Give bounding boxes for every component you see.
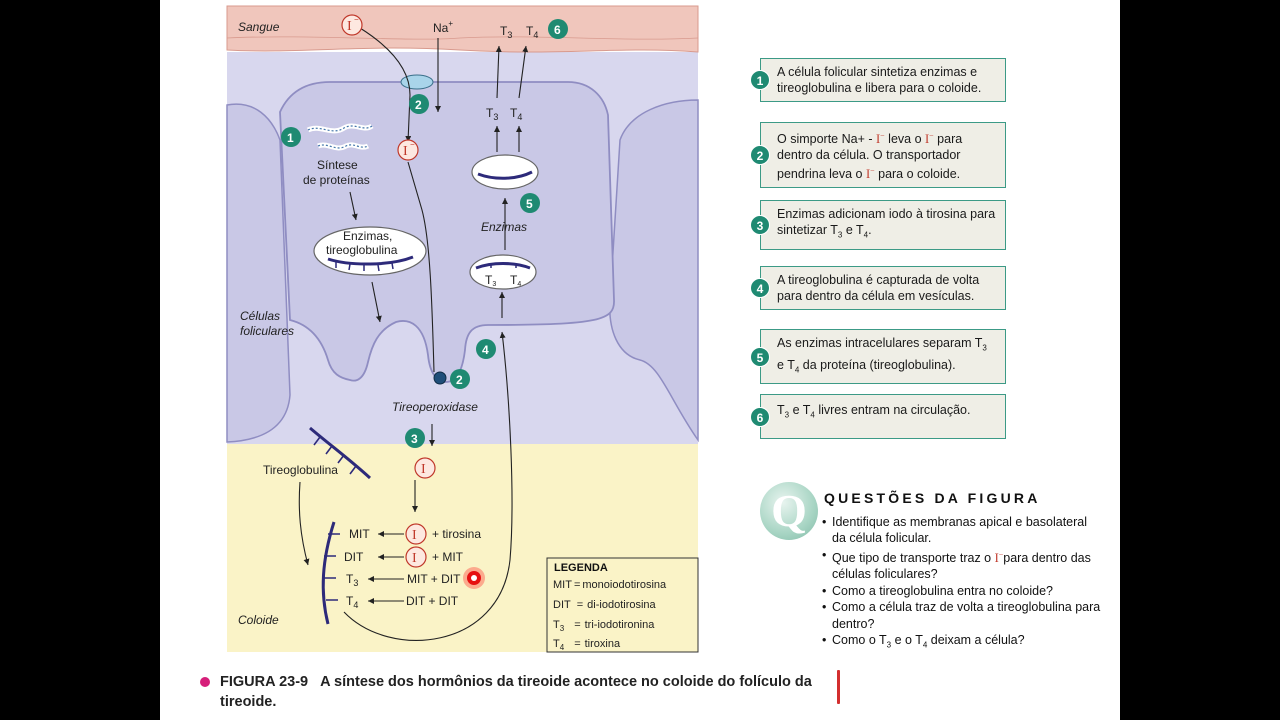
svg-text:I: I	[403, 144, 408, 159]
vesicle-step4	[469, 254, 537, 290]
label-tireoglobulina: Tireoglobulina	[263, 463, 338, 477]
legend-row-dit: DIT=di-iodotirosina	[553, 599, 657, 611]
label-enzimas-2: tireoglobulina	[326, 243, 398, 257]
step-marker-4: 4	[476, 339, 496, 359]
label-tireoperoxidase: Tireoperoxidase	[392, 400, 478, 414]
label-coloide: Coloide	[238, 613, 279, 627]
figure-label: FIGURA 23-9	[220, 674, 309, 690]
label-t4-blood: T4	[526, 24, 538, 40]
legend-title: LEGENDA	[554, 562, 608, 574]
step-marker-5: 5	[520, 193, 540, 213]
legend-row-t4: T4=tiroxina	[553, 638, 621, 652]
caption-bullet-icon	[200, 677, 210, 687]
label-dit-plus-dit: DIT + DIT	[406, 594, 459, 608]
label-mit-plus-dit: MIT + DIT	[407, 572, 461, 586]
thyroid-follicle-diagram: I − I − I I I 6 2 1 5 4 2 3 Sangue Na+	[226, 5, 699, 653]
vesicle-step5	[471, 154, 539, 190]
pendrina-transporter	[433, 371, 447, 385]
svg-text:3: 3	[411, 432, 418, 446]
label-sintese-1: Síntese	[317, 158, 358, 172]
svg-text:−: −	[410, 140, 415, 149]
step-marker-2a: 2	[409, 94, 429, 114]
svg-text:I: I	[347, 19, 352, 34]
svg-text:−: −	[354, 15, 359, 24]
question-1: Identifique as membranas apical e basola…	[822, 514, 1102, 547]
step-box-1: 1 A célula folicular sintetiza enzimas e…	[750, 58, 1006, 102]
iodide-cell: I −	[397, 139, 419, 161]
label-plus-tirosina: + tirosina	[432, 527, 481, 541]
iodine-mit: I	[405, 546, 427, 568]
step-box-3: 3 Enzimas adicionam iodo à tirosina para…	[750, 200, 1006, 250]
questions-list: Identifique as membranas apical e basola…	[822, 514, 1102, 654]
label-t3-blood: T3	[500, 24, 512, 40]
legend-row-t3: T3=tri-iodotironina	[553, 619, 655, 633]
iodine-tirosina: I	[405, 523, 427, 545]
svg-text:6: 6	[554, 23, 561, 37]
caption-text: A síntese dos hormônios da tireoide acon…	[220, 674, 812, 710]
legend-row-mit: MIT=monoiodotirosina	[553, 579, 667, 591]
label-t4-cell: T4	[510, 106, 522, 122]
label-t3-vesicle: T3	[485, 273, 496, 288]
iodine-colloid: I	[414, 457, 436, 479]
svg-text:2: 2	[415, 98, 422, 112]
step-marker-3: 3	[405, 428, 425, 448]
step-box-4: 4 A tireoglobulina é capturada de volta …	[750, 266, 1006, 310]
svg-text:1: 1	[287, 131, 294, 145]
question-3: Como a tireoglobulina entra no coloide?	[822, 583, 1102, 600]
neighbor-cell-right	[609, 99, 699, 443]
svg-text:4: 4	[482, 343, 489, 357]
symporter-channel	[400, 74, 434, 90]
step-marker-1: 1	[281, 127, 301, 147]
svg-text:5: 5	[526, 197, 533, 211]
label-t3-product: T3	[346, 572, 358, 588]
label-t3-cell: T3	[486, 106, 498, 122]
blood-vessel	[226, 5, 699, 53]
label-celulas-2: foliculares	[240, 324, 294, 338]
step-box-6: 6 T3 e T4 livres entram na circulação.	[750, 394, 1006, 439]
label-celulas-1: Células	[240, 309, 280, 323]
label-sangue: Sangue	[238, 20, 280, 34]
svg-text:I: I	[412, 528, 417, 543]
svg-text:I: I	[412, 551, 417, 566]
label-sintese-2: de proteínas	[303, 173, 370, 187]
label-mit: MIT	[349, 527, 370, 541]
question-4: Como a célula traz de volta a tireoglobu…	[822, 599, 1102, 632]
label-dit: DIT	[344, 550, 364, 564]
textbook-page: I − I − I I I 6 2 1 5 4 2 3 Sangue Na+	[160, 0, 1120, 720]
label-t4-vesicle: T4	[510, 273, 521, 288]
label-sodium: Na+	[433, 19, 453, 35]
iodide-blood: I −	[341, 14, 363, 36]
svg-text:2: 2	[456, 373, 463, 387]
questions-title: QUESTÕES DA FIGURA	[824, 490, 1041, 506]
legend-box: LEGENDA MIT=monoiodotirosina DIT=di-iodo…	[546, 557, 699, 653]
step-box-5: 5 As enzimas intracelulares separam T3 e…	[750, 329, 1006, 384]
step-box-2: 2 O simporte Na+ - I− leva o I− para den…	[750, 122, 1006, 189]
question-5: Como o T3 e o T4 deixam a célula?	[822, 632, 1102, 654]
question-2: Que tipo de transporte traz o I−para den…	[822, 547, 1102, 583]
label-t4-product: T4	[346, 594, 358, 610]
step-marker-2b: 2	[450, 369, 470, 389]
svg-text:I: I	[421, 462, 426, 477]
neighbor-cell-left	[226, 103, 291, 443]
label-enzimas-1: Enzimas,	[343, 229, 392, 243]
label-enzimas-italic: Enzimas	[481, 220, 527, 234]
step-marker-6: 6	[548, 19, 568, 39]
q-logo-icon: Q	[760, 482, 818, 540]
annotation-mark	[837, 670, 840, 704]
label-plus-mit: + MIT	[432, 550, 464, 564]
